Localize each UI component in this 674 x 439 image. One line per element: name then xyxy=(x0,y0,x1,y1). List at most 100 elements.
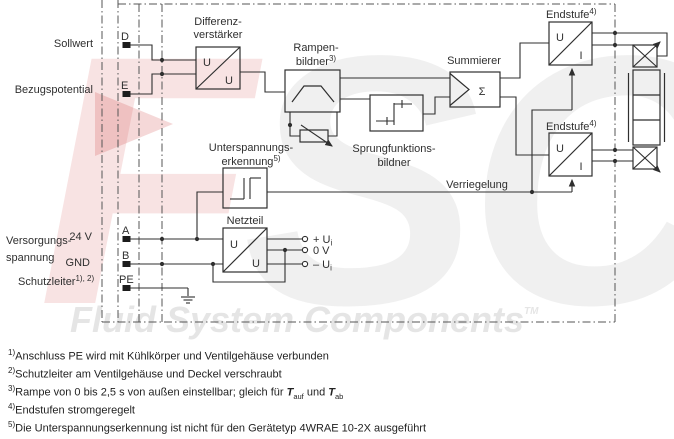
minus-ui-label: – Ui xyxy=(313,259,332,273)
wire-endstufe1-out-a xyxy=(592,32,668,57)
endstufe-unten-block: Endstufe4) U I xyxy=(546,119,597,177)
footnote-5-marker: 5) xyxy=(8,420,16,429)
footnote-5-text: Die Unterspannungserkennung ist nicht fü… xyxy=(15,422,427,435)
ground-symbol xyxy=(181,288,195,304)
footnote-2-text: Schutzleiter am Ventilgehäuse und Deckel… xyxy=(15,368,282,381)
wire-step-to-summer xyxy=(423,96,450,115)
summierer-sigma-symbol: Σ xyxy=(479,86,486,98)
sollwert-label: Sollwert xyxy=(54,38,93,50)
plus-ui-terminal xyxy=(301,235,309,243)
footnote-1-marker: 1) xyxy=(8,348,16,357)
minus-ui-terminal xyxy=(301,260,309,268)
differenzverstaerker-label-line2: verstärker xyxy=(194,29,243,41)
versorgungsspannung-label-line1: Versorgungs- xyxy=(6,235,72,247)
rampenbildner-label-line2: bildner3) xyxy=(296,54,336,68)
wire-sollwert xyxy=(130,44,196,61)
wire-diff-to-ramp xyxy=(240,71,285,93)
wire-gnd-0v-link xyxy=(212,250,286,283)
footnote-3-text: Rampe von 0 bis 2,5 s von außen einstell… xyxy=(15,386,287,399)
supply-outputs: + Ui 0 V – Ui xyxy=(301,234,332,273)
endstufe-oben-symbol-i: I xyxy=(579,50,582,62)
differenzverstaerker-symbol-u-in: U xyxy=(203,57,211,69)
valve-assembly xyxy=(627,41,666,173)
watermark-letters-sc: SC xyxy=(242,0,674,379)
footnote-3: 3)Rampe von 0 bis 2,5 s von außen einste… xyxy=(8,382,426,401)
terminal-a-label: A xyxy=(122,225,130,237)
valve-body xyxy=(627,69,666,146)
signal-wires xyxy=(130,32,668,289)
differenzverstaerker-block: Differenz- verstärker U U xyxy=(194,16,243,90)
footnote-4: 4)Endstufen stromgeregelt xyxy=(8,400,426,418)
footnote-2-marker: 2) xyxy=(8,366,16,375)
wire-summer-to-endstufe2 xyxy=(500,96,549,156)
endstufe-oben-symbol-u: U xyxy=(556,32,564,44)
terminal-d-pin xyxy=(122,42,131,48)
summierer-triangle xyxy=(449,73,470,106)
watermark-arrow-shape xyxy=(95,92,173,156)
potentiometer-right-wire xyxy=(328,112,338,137)
watermark-tm-mark: TM xyxy=(524,306,539,317)
differenzverstaerker-symbol-u-out: U xyxy=(225,75,233,87)
0v-label: 0 V xyxy=(313,245,330,257)
terminal-b-label: B xyxy=(122,250,129,262)
terminal-pe-label: PE xyxy=(119,274,134,286)
netzteil-block: Netzteil U U xyxy=(222,215,268,273)
potentiometer-arrow xyxy=(300,124,333,147)
footnotes: 1)Anschluss PE wird mit Kühlkörper und V… xyxy=(8,346,426,436)
terminal-b-pin xyxy=(122,261,131,267)
terminal-a-pin xyxy=(122,236,131,242)
watermark-logo: FSC xyxy=(38,4,674,359)
endstufe-oben-label: Endstufe4) xyxy=(546,7,597,21)
sprungfunktionsbildner-label-line1: Sprungfunktions- xyxy=(352,143,435,155)
unterspannungserkennung-label-line1: Unterspannungs- xyxy=(209,142,294,154)
unterspannungserkennung-block: Unterspannungs- erkennung5) xyxy=(209,142,294,209)
rampenbildner-label-line1: Rampen- xyxy=(293,42,339,54)
sprungfunktionsbildner-label-line2: bildner xyxy=(377,157,410,169)
footnote-1: 1)Anschluss PE wird mit Kühlkörper und V… xyxy=(8,346,426,364)
footnote-1-text: Anschluss PE wird mit Kühlkörper und Ven… xyxy=(15,350,329,363)
footnote-3-sub-auf: auf xyxy=(293,391,304,401)
terminal-pe-pin xyxy=(122,285,131,291)
unterspannungserkennung-label-line2: erkennung5) xyxy=(221,154,280,168)
supply-24v-label: 24 V xyxy=(69,231,92,243)
summierer-label: Summierer xyxy=(447,55,501,67)
footnote-3-t-ab: T xyxy=(328,386,335,399)
terminal-e-label: E xyxy=(121,80,128,92)
bezugspotential-label: Bezugspotential xyxy=(15,84,93,96)
footnote-3-sub-ab: ab xyxy=(334,391,344,401)
wire-verriegelung-branch xyxy=(531,109,572,192)
schutzleiter-label: Schutzleiter1), 2) xyxy=(18,274,94,288)
footnote-4-text: Endstufen stromgeregelt xyxy=(15,404,135,417)
netzteil-symbol-u-in: U xyxy=(230,239,238,251)
watermark-letter-f: F xyxy=(38,0,255,379)
summierer-block: Summierer Σ xyxy=(447,55,501,108)
hysteresis-symbol xyxy=(230,177,261,200)
footnote-3-t-auf: T xyxy=(286,386,294,399)
footnote-3-text-mid: und xyxy=(303,386,329,399)
solenoid-bottom xyxy=(632,146,661,173)
sprungfunktionsbildner-block: Sprungfunktions- bildner xyxy=(352,94,436,169)
endstufe-unten-symbol-i: I xyxy=(579,161,582,173)
versorgungsspannung-label-line2: spannung xyxy=(6,252,54,264)
0v-terminal xyxy=(301,246,309,254)
footnote-2: 2)Schutzleiter am Ventilgehäuse und Deck… xyxy=(8,364,426,382)
differenzverstaerker-label-line1: Differenz- xyxy=(194,16,242,28)
endstufe-unten-label: Endstufe4) xyxy=(546,119,597,133)
left-labels: Sollwert Bezugspotential Versorgungs- sp… xyxy=(6,38,94,288)
footnote-4-marker: 4) xyxy=(8,402,16,411)
ramp-symbol xyxy=(291,85,335,103)
endstufe-unten-symbol-u: U xyxy=(556,143,564,155)
functional-block-diagram: Sollwert Bezugspotential Versorgungs- sp… xyxy=(6,0,668,323)
terminals: D E A B PE xyxy=(119,31,134,291)
potentiometer-left-wire xyxy=(289,112,300,137)
terminal-d-label: D xyxy=(121,31,129,43)
wire-bezugspotential xyxy=(130,73,196,95)
enclosure-boundary xyxy=(101,0,616,323)
plus-ui-label: + Ui xyxy=(313,234,332,248)
junction-dots xyxy=(159,30,618,267)
solenoid-top xyxy=(632,41,661,68)
wire-summer-to-endstufe1 xyxy=(500,42,549,79)
potentiometer-body xyxy=(299,129,329,143)
footnote-5: 5)Die Unterspannungserkennung ist nicht … xyxy=(8,418,426,436)
